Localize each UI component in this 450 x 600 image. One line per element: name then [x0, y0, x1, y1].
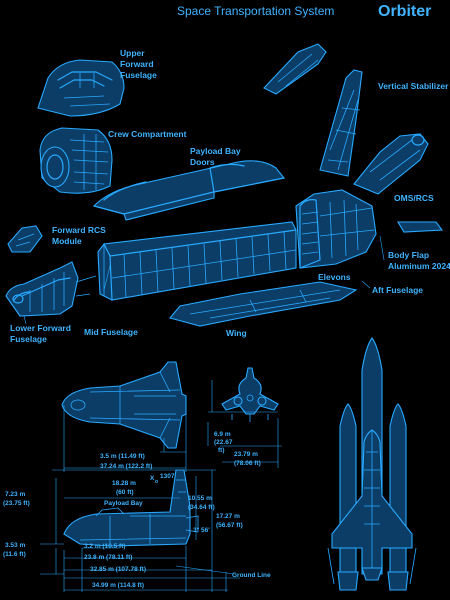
dim-7-23-a: 7.23 m: [5, 491, 25, 498]
dim-18-28-b: (60 ft): [116, 489, 134, 496]
vertical-stabilizer-label: Vertical Stabilizer: [378, 81, 449, 91]
dim-37-24: 37.24 m (122.2 ft): [100, 463, 152, 470]
xo-value: 1307: [160, 473, 175, 480]
dim-17-27-a: 17.27 m: [216, 513, 240, 520]
oms-rcs-part: [353, 133, 429, 195]
wing-part: [169, 281, 358, 327]
payload-bay-doors-part: [92, 160, 285, 221]
svg-text:Body Flap: Body Flap: [388, 250, 429, 260]
lower-forward-fuselage-label: Lower Forward Fuselage: [10, 323, 71, 344]
payload-bay-dim-label: Payload Bay: [104, 500, 143, 507]
dimension-labels: 3.5 m (11.49 ft) 37.24 m (122.2 ft) 6.9 …: [3, 431, 271, 589]
dim-3-5: 3.5 m (11.49 ft): [100, 453, 145, 460]
leader-lines: [23, 235, 385, 325]
ground-line-label: Ground Line: [232, 572, 271, 579]
mid-fuselage-part: [97, 221, 297, 301]
system-title: Space Transportation System: [177, 4, 334, 18]
svg-text:Fuselage: Fuselage: [120, 70, 157, 80]
orbiter-front-view: [221, 367, 279, 422]
dim-23-8: 23.8 m (78.11 ft): [84, 554, 132, 561]
svg-text:Upper: Upper: [120, 48, 145, 58]
dim-23-79-a: 23.79 m: [234, 451, 258, 458]
crew-compartment-label: Crew Compartment: [108, 129, 187, 139]
xo-label: X: [150, 475, 155, 482]
dim-23-79-b: (78.06 ft): [234, 460, 261, 467]
dim-34-99: 34.99 m (114.8 ft): [92, 582, 144, 589]
svg-text:Forward RCS: Forward RCS: [52, 225, 106, 235]
mid-fuselage-label: Mid Fuselage: [84, 327, 138, 337]
elevons-label: Elevons: [318, 272, 351, 282]
dimension-lines: [40, 380, 282, 592]
svg-text:Aluminum 2024: Aluminum 2024: [388, 261, 450, 271]
dim-6-9-b: (22.67: [214, 439, 233, 446]
svg-text:Payload Bay: Payload Bay: [190, 146, 241, 156]
wing-label: Wing: [226, 328, 247, 338]
crew-compartment-part: [39, 127, 113, 194]
oms-rcs-label: OMS/RCS: [394, 193, 434, 203]
aft-fuselage-label: Aft Fuselage: [372, 285, 423, 295]
launch-stack-view: [327, 337, 417, 591]
svg-text:Module: Module: [52, 236, 82, 246]
xo-sub: o: [155, 479, 158, 485]
upper-forward-fuselage-part: [37, 59, 125, 117]
dim-3-53-b: (11.6 ft): [3, 551, 26, 558]
body-flap-part: [397, 221, 444, 233]
orbiter-top-view: [61, 361, 187, 449]
tail-pod-part: [263, 43, 327, 95]
svg-text:Lower Forward: Lower Forward: [10, 323, 71, 333]
body-flap-label: Body Flap Aluminum 2024: [388, 250, 450, 271]
angle-label: 3° 56': [193, 526, 210, 534]
dim-18-28-a: 18.28 m: [112, 480, 136, 487]
dim-32-85: 32.85 m (107.78 ft): [90, 566, 146, 573]
orbiter-side-view: [63, 469, 199, 547]
lower-forward-fuselage-part: [5, 261, 97, 317]
svg-text:Forward: Forward: [120, 59, 154, 69]
dim-3-2: 3.2 m (10.5 ft): [84, 543, 126, 550]
dim-17-27-b: (56.67 ft): [216, 522, 243, 529]
upper-forward-fuselage-label: Upper Forward Fuselage: [120, 48, 157, 80]
forward-rcs-module-label: Forward RCS Module: [52, 225, 106, 246]
dim-6-9-c: ft): [218, 447, 225, 454]
svg-text:Fuselage: Fuselage: [10, 334, 47, 344]
dim-10-55-b: (34.64 ft): [188, 504, 215, 511]
forward-rcs-module-part: [7, 225, 43, 253]
aft-fuselage-part: [295, 189, 377, 269]
orbiter-title: Orbiter: [378, 3, 431, 20]
dim-6-9-a: 6.9 m: [214, 431, 231, 438]
dim-7-23-b: (23.75 ft): [3, 500, 30, 507]
vertical-stabilizer-part: [319, 69, 363, 177]
dim-3-53-a: 3.53 m: [5, 542, 25, 549]
dim-10-55-a: 10.55 m: [188, 495, 212, 502]
svg-text:Doors: Doors: [190, 157, 215, 167]
payload-bay-doors-label: Payload Bay Doors: [190, 146, 241, 167]
